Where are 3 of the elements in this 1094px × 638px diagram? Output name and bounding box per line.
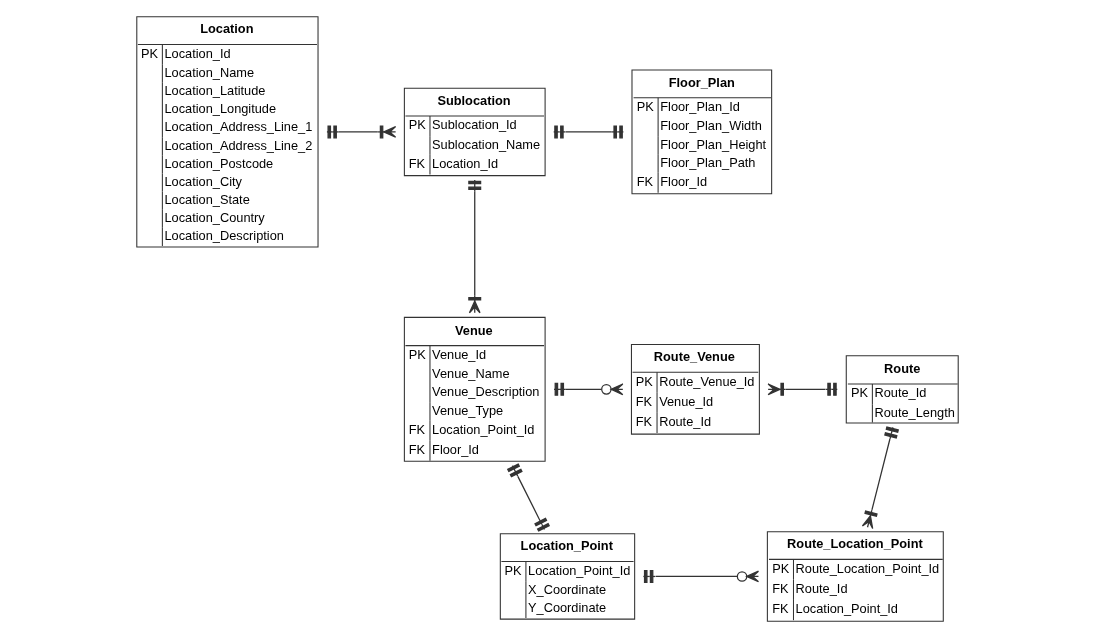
connector bbox=[552, 125, 624, 139]
connector bbox=[861, 426, 899, 530]
connector bbox=[506, 463, 550, 532]
